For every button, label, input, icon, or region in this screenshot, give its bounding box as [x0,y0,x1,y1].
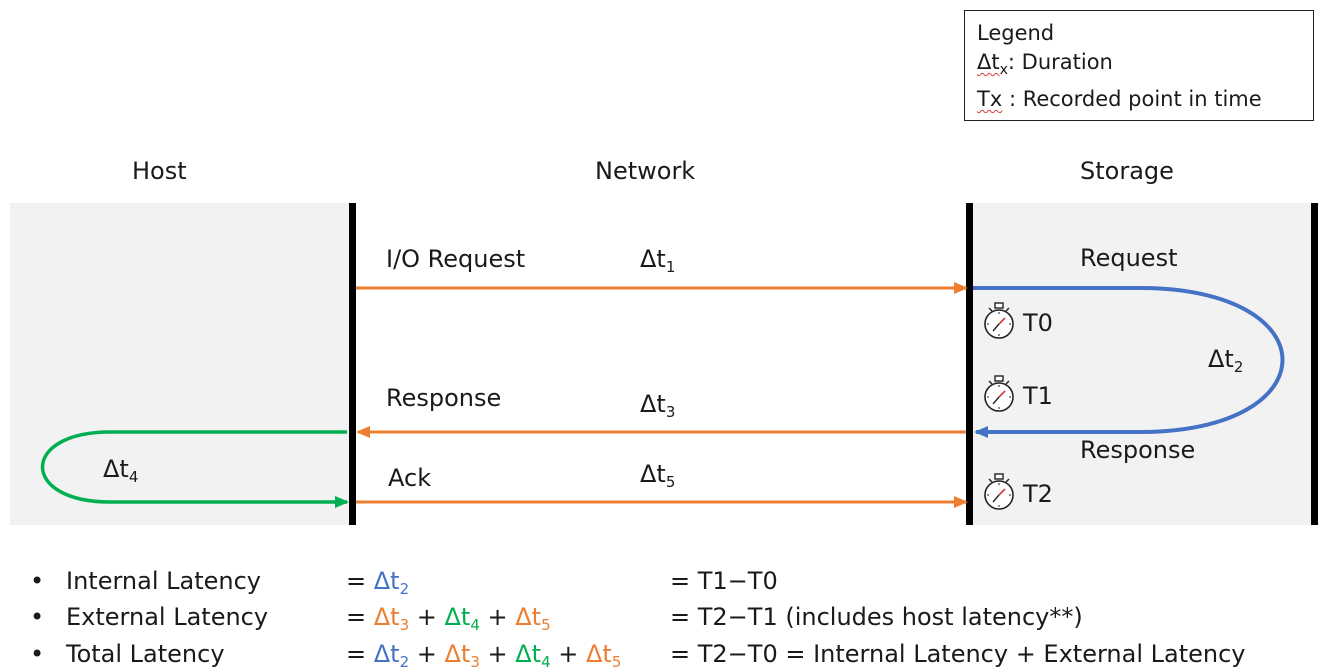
storage-response-label: Response [1080,436,1196,464]
delta-t4-label: Δt4 [103,455,139,486]
timestamp-t0-label: T0 [1023,309,1053,337]
delta-term: Δt4 [515,640,551,671]
delta-t2-label: Δt2 [1208,345,1244,376]
latency-expression: = Δt2 + Δt3 + Δt4 + Δt5 [346,640,622,671]
delta-term: Δt5 [586,640,622,671]
bullet-icon: • [30,640,45,668]
timestamp-t1-label: T1 [1023,382,1053,410]
delta-t3-label: Δt3 [640,390,676,421]
delta-term: Δt3 [444,640,480,671]
bullet-icon: • [30,603,45,631]
storage-column-title: Storage [1080,157,1174,185]
legend-tx-row: Tx : Recorded point in time [977,85,1313,114]
latency-name: Internal Latency [66,567,261,595]
io-request-label: I/O Request [386,245,526,273]
delta-term: Δt4 [444,603,480,634]
latency-expression: = Δt3 + Δt4 + Δt5 [346,603,551,634]
delta-term: Δt2 [373,567,410,598]
latency-expression: = Δt2 [346,567,410,598]
legend-title: Legend [977,21,1055,45]
delta-t5-label: Δt5 [640,460,676,491]
legend-tx-symbol: Tx [977,87,1003,112]
delta-t1-label: Δt1 [640,245,676,276]
delta-term: Δt5 [515,603,551,634]
delta-term: Δt2 [373,640,410,671]
latency-result: = T2−T0 = Internal Latency + External La… [670,640,1246,668]
bullet-icon: • [30,567,45,595]
legend-box: Legend Δtx: Duration Tx : Recorded point… [964,10,1314,121]
host-band [10,203,352,525]
storage-request-label: Request [1080,244,1178,272]
latency-result: = T1−T0 [670,567,778,595]
response-label: Response [386,384,502,412]
host-column-title: Host [132,157,187,185]
latency-formula-row: • Total Latency = Δt2 + Δt3 + Δt4 + Δt5 = T… [30,640,1320,671]
timestamp-t2-label: T2 [1023,480,1053,508]
legend-tx-desc: : Recorded point in time [1002,87,1262,112]
legend-duration-desc: : Duration [1007,50,1113,74]
network-column-title: Network [595,157,696,185]
ack-label: Ack [388,464,432,492]
latency-formula-row: • External Latency = Δt3 + Δt4 + Δt5 = T2−T… [30,603,1320,634]
delta-term: Δt3 [373,603,410,634]
legend-delta-symbol: Δtx [977,50,1008,79]
latency-formula-row: • Internal Latency = Δt2 = T1−T0 [30,567,1320,598]
legend-duration-row: Δtx: Duration [977,48,1313,85]
latency-name: Total Latency [66,640,225,668]
latency-result: = T2−T1 (includes host latency**) [670,603,1083,631]
latency-name: External Latency [66,603,269,631]
